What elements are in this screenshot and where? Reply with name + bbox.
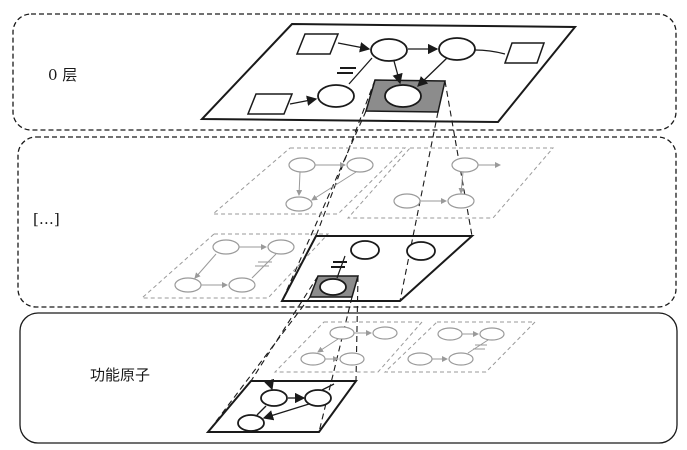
bottom-node-2 xyxy=(304,389,332,407)
layer-top-label: 0 层 xyxy=(48,66,77,84)
top-node-3 xyxy=(317,84,355,108)
layer-bottom-label: 功能原子 xyxy=(90,366,150,384)
bottom-node-3 xyxy=(237,414,265,432)
middle-faint-planes xyxy=(140,147,555,299)
projection-top-to-middle xyxy=(281,79,473,302)
middle-faint-nodes xyxy=(174,157,479,293)
top-plane xyxy=(199,22,578,124)
layer-bottom-frame xyxy=(19,312,678,444)
faint-plane-bottom-left xyxy=(273,321,424,373)
top-node-4 xyxy=(384,84,422,108)
bottom-faint-edges xyxy=(317,330,489,362)
layer-middle-label: […] xyxy=(33,210,60,228)
bottom-faint-nodes xyxy=(300,326,505,366)
middle-node-1 xyxy=(350,240,380,260)
top-node-1 xyxy=(370,38,408,62)
top-box-lower-left xyxy=(246,93,294,115)
faint-plane-lower-left xyxy=(140,233,330,299)
faint-plane-bottom-right xyxy=(383,321,537,373)
layer-top-frame xyxy=(12,13,677,131)
faint-plane-upper-left xyxy=(211,147,407,215)
top-box-upper-left xyxy=(295,33,340,55)
top-node-2 xyxy=(438,37,476,61)
bottom-focus-plane xyxy=(205,378,358,433)
middle-node-2 xyxy=(406,241,436,261)
middle-focus-plane xyxy=(280,235,475,302)
middle-faint-edges xyxy=(194,162,501,288)
middle-node-3 xyxy=(319,278,347,296)
top-box-right xyxy=(503,42,546,64)
bottom-faint-planes xyxy=(273,321,537,373)
bottom-node-1 xyxy=(260,389,288,407)
faint-plane-upper-right xyxy=(346,147,555,219)
projection-middle-to-bottom xyxy=(207,275,359,433)
layer-middle-frame xyxy=(17,136,677,308)
